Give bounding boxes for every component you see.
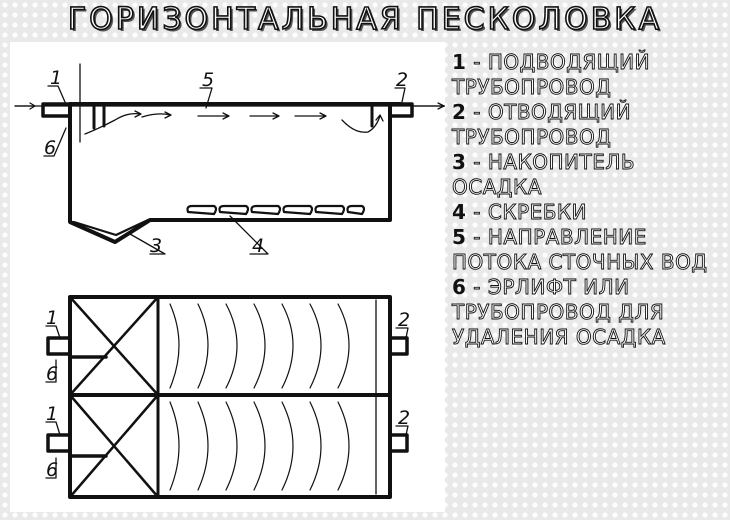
label-outlet: 2 bbox=[396, 69, 408, 91]
plan-lower-arcs bbox=[169, 401, 350, 491]
plan-leaders bbox=[45, 325, 409, 479]
label-sump: 3 bbox=[150, 235, 162, 257]
inlet-pipe bbox=[41, 102, 72, 118]
legend-item-5: 5 - НАПРАВЛЕНИЕ ПОТОКА СТОЧНЫХ ВОД bbox=[452, 225, 727, 275]
plan-upper-outlet bbox=[388, 336, 409, 356]
plan-upper-inlet bbox=[46, 336, 72, 356]
plan-upper-arcs bbox=[169, 303, 350, 389]
drawing-svg: 1 2 5 6 3 4 1 6 2 1 6 2 bbox=[14, 63, 445, 499]
plan-label-lower-inlet: 1 bbox=[46, 403, 58, 425]
legend-text: - НАПРАВЛЕНИЕ ПОТОКА СТОЧНЫХ ВОД bbox=[452, 225, 708, 275]
legend-text: - СКРЕБКИ bbox=[466, 200, 588, 225]
plan-label-upper-inlet: 1 bbox=[46, 307, 58, 329]
legend-item-3: 3 - НАКОПИТЕЛЬ ОСАДКА bbox=[452, 150, 727, 200]
legend-num: 3 bbox=[452, 150, 467, 174]
legend-num: 5 bbox=[452, 225, 467, 249]
plan-label-upper-airlift: 6 bbox=[46, 363, 58, 385]
plan-label-lower-outlet: 2 bbox=[398, 407, 410, 429]
plan-lower-outlet bbox=[388, 433, 409, 453]
label-inlet: 1 bbox=[50, 67, 62, 89]
outlet-pipe bbox=[388, 102, 414, 118]
sump-inner bbox=[72, 218, 150, 237]
plan-label-lower-airlift: 6 bbox=[46, 459, 58, 481]
section-view bbox=[14, 63, 445, 255]
plan-view bbox=[45, 295, 409, 499]
legend-text: - НАКОПИТЕЛЬ ОСАДКА bbox=[452, 150, 636, 200]
section-leaders bbox=[43, 85, 406, 255]
legend-num: 1 bbox=[452, 50, 467, 74]
legend: 1 - ПОДВОДЯЩИЙ ТРУБОПРОВОД 2 - ОТВОДЯЩИЙ… bbox=[452, 50, 727, 350]
tank-outline bbox=[68, 102, 402, 244]
label-airlift: 6 bbox=[44, 137, 56, 159]
legend-item-6: 6 - ЭРЛИФТ ИЛИ ТРУБОПРОВОД ДЛЯ УДАЛЕНИЯ … bbox=[452, 275, 727, 350]
legend-num: 6 bbox=[452, 275, 467, 299]
legend-text: - ОТВОДЯЩИЙ ТРУБОПРОВОД bbox=[452, 100, 632, 150]
sand-trap-drawing: 1 2 5 6 3 4 1 6 2 1 6 2 bbox=[10, 42, 445, 512]
label-scrapers: 4 bbox=[252, 235, 264, 257]
legend-num: 4 bbox=[452, 200, 467, 224]
legend-num: 2 bbox=[452, 100, 467, 124]
legend-item-4: 4 - СКРЕБКИ bbox=[452, 200, 727, 225]
legend-text: - ЭРЛИФТ ИЛИ ТРУБОПРОВОД ДЛЯ УДАЛЕНИЯ ОС… bbox=[452, 275, 666, 350]
plan-crosses bbox=[68, 295, 160, 499]
plan-lower-inlet bbox=[46, 433, 72, 453]
legend-item-1: 1 - ПОДВОДЯЩИЙ ТРУБОПРОВОД bbox=[452, 50, 727, 100]
plan-label-upper-outlet: 2 bbox=[398, 309, 410, 331]
legend-item-2: 2 - ОТВОДЯЩИЙ ТРУБОПРОВОД bbox=[452, 100, 727, 150]
label-flow: 5 bbox=[202, 69, 214, 91]
inlet-baffle bbox=[92, 102, 106, 130]
flow-arrows bbox=[14, 102, 445, 135]
scrapers bbox=[186, 204, 366, 216]
legend-text: - ПОДВОДЯЩИЙ ТРУБОПРОВОД bbox=[452, 50, 651, 100]
page-title: ГОРИЗОНТАЛЬНАЯ ПЕСКОЛОВКА bbox=[67, 1, 663, 38]
